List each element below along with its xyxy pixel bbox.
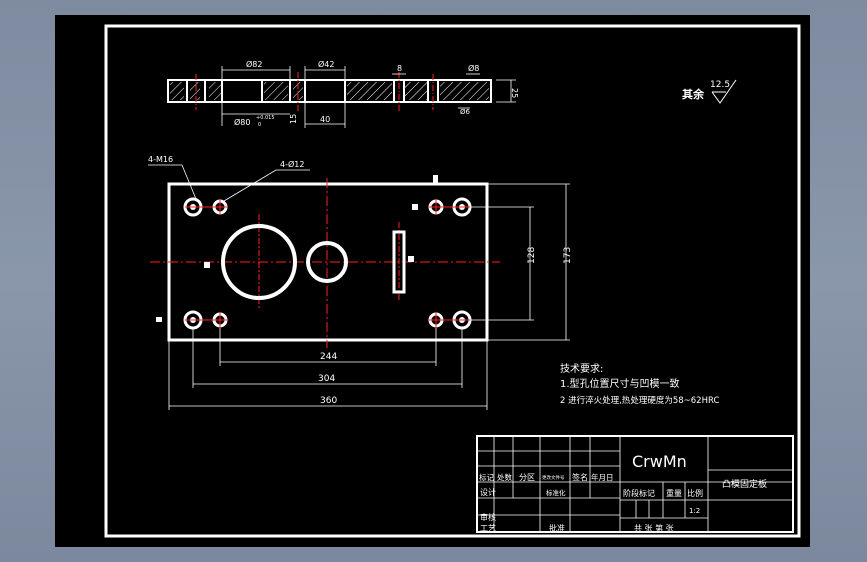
tb-check: 审核 xyxy=(480,512,496,522)
roughness-symbol: 其余 12.5 xyxy=(682,79,737,104)
tb-stage: 阶段标记 xyxy=(623,488,655,498)
title-block: CrwMn 凸模固定板 标记 处数 分区 更改文件号 签名 年月日 设计 标准化… xyxy=(476,435,794,533)
tb-standard: 标准化 xyxy=(546,488,566,497)
roughness-label: 其余 xyxy=(682,87,705,101)
technical-notes: 技术要求: 1.型孔位置尺寸与凹模一致 2 进行淬火处理,热处理硬度为58~62… xyxy=(560,362,719,406)
large-punch-hole xyxy=(221,224,297,300)
tb-zone: 分区 xyxy=(519,473,535,482)
drawing-frame xyxy=(104,24,801,538)
dim-d80-tol2: 0 xyxy=(258,122,261,128)
leader-m16 xyxy=(148,164,197,200)
notes-line2: 2 进行淬火处理,热处理硬度为58~62HRC xyxy=(560,395,719,406)
tb-design: 设计 xyxy=(480,487,496,497)
dim-d82: Ø82 xyxy=(246,59,262,69)
dim-d173: 173 xyxy=(563,247,573,264)
dim-d15: 15 xyxy=(289,114,298,124)
tb-date: 年月日 xyxy=(591,472,614,482)
drawing-sheet xyxy=(55,15,810,547)
dim-d80-tol: +0.015 xyxy=(256,115,275,121)
label-phi12: 4-Ø12 xyxy=(280,159,304,169)
tb-mark: 标记 xyxy=(479,472,494,482)
dim-d42: Ø42 xyxy=(318,59,334,69)
roughness-value: 12.5 xyxy=(710,80,730,90)
tb-approve: 批准 xyxy=(549,523,565,533)
tb-sheets: 共 张 第 张 xyxy=(634,523,674,533)
top-plan-view: 4-M16 4-Ø12 244 304 360 128 173 xyxy=(148,155,573,410)
leader-phi12 xyxy=(223,169,310,202)
tb-sign: 签名 xyxy=(572,472,588,482)
label-m16: 4-M16 xyxy=(148,155,173,164)
tb-scale-label: 比例 xyxy=(687,488,703,498)
part-name: 凸模固定板 xyxy=(722,478,767,490)
notes-title: 技术要求: xyxy=(560,362,603,375)
dim-d8: 8 xyxy=(397,64,402,73)
dim-d128: 128 xyxy=(527,247,537,264)
tb-count: 处数 xyxy=(497,472,512,482)
dim-d244: 244 xyxy=(320,352,337,362)
tb-doc: 更改文件号 xyxy=(542,474,565,481)
notes-line1: 1.型孔位置尺寸与凹模一致 xyxy=(560,377,680,390)
tb-process: 工艺 xyxy=(480,524,496,533)
dim-d80: Ø80 xyxy=(234,117,250,127)
dim-d40: 40 xyxy=(320,115,330,124)
dim-d8b: Ø8 xyxy=(468,63,479,73)
small-punch-hole xyxy=(306,241,348,283)
tb-weight: 重量 xyxy=(666,488,682,498)
dim-d25: 25 xyxy=(510,88,519,98)
side-section-view: Ø82 Ø42 8 Ø8 Ø80 +0.015 0 15 40 Ø6 25 xyxy=(167,59,519,128)
tb-scale-value: 1:2 xyxy=(689,507,700,515)
material-label: CrwMn xyxy=(632,452,687,471)
dim-d360: 360 xyxy=(320,396,337,406)
roughness-check-mark xyxy=(711,79,737,104)
dim-d304: 304 xyxy=(318,374,335,384)
side-plate-outline xyxy=(167,79,492,103)
dim-d6: Ø6 xyxy=(460,108,471,116)
punch-slot xyxy=(392,230,406,294)
